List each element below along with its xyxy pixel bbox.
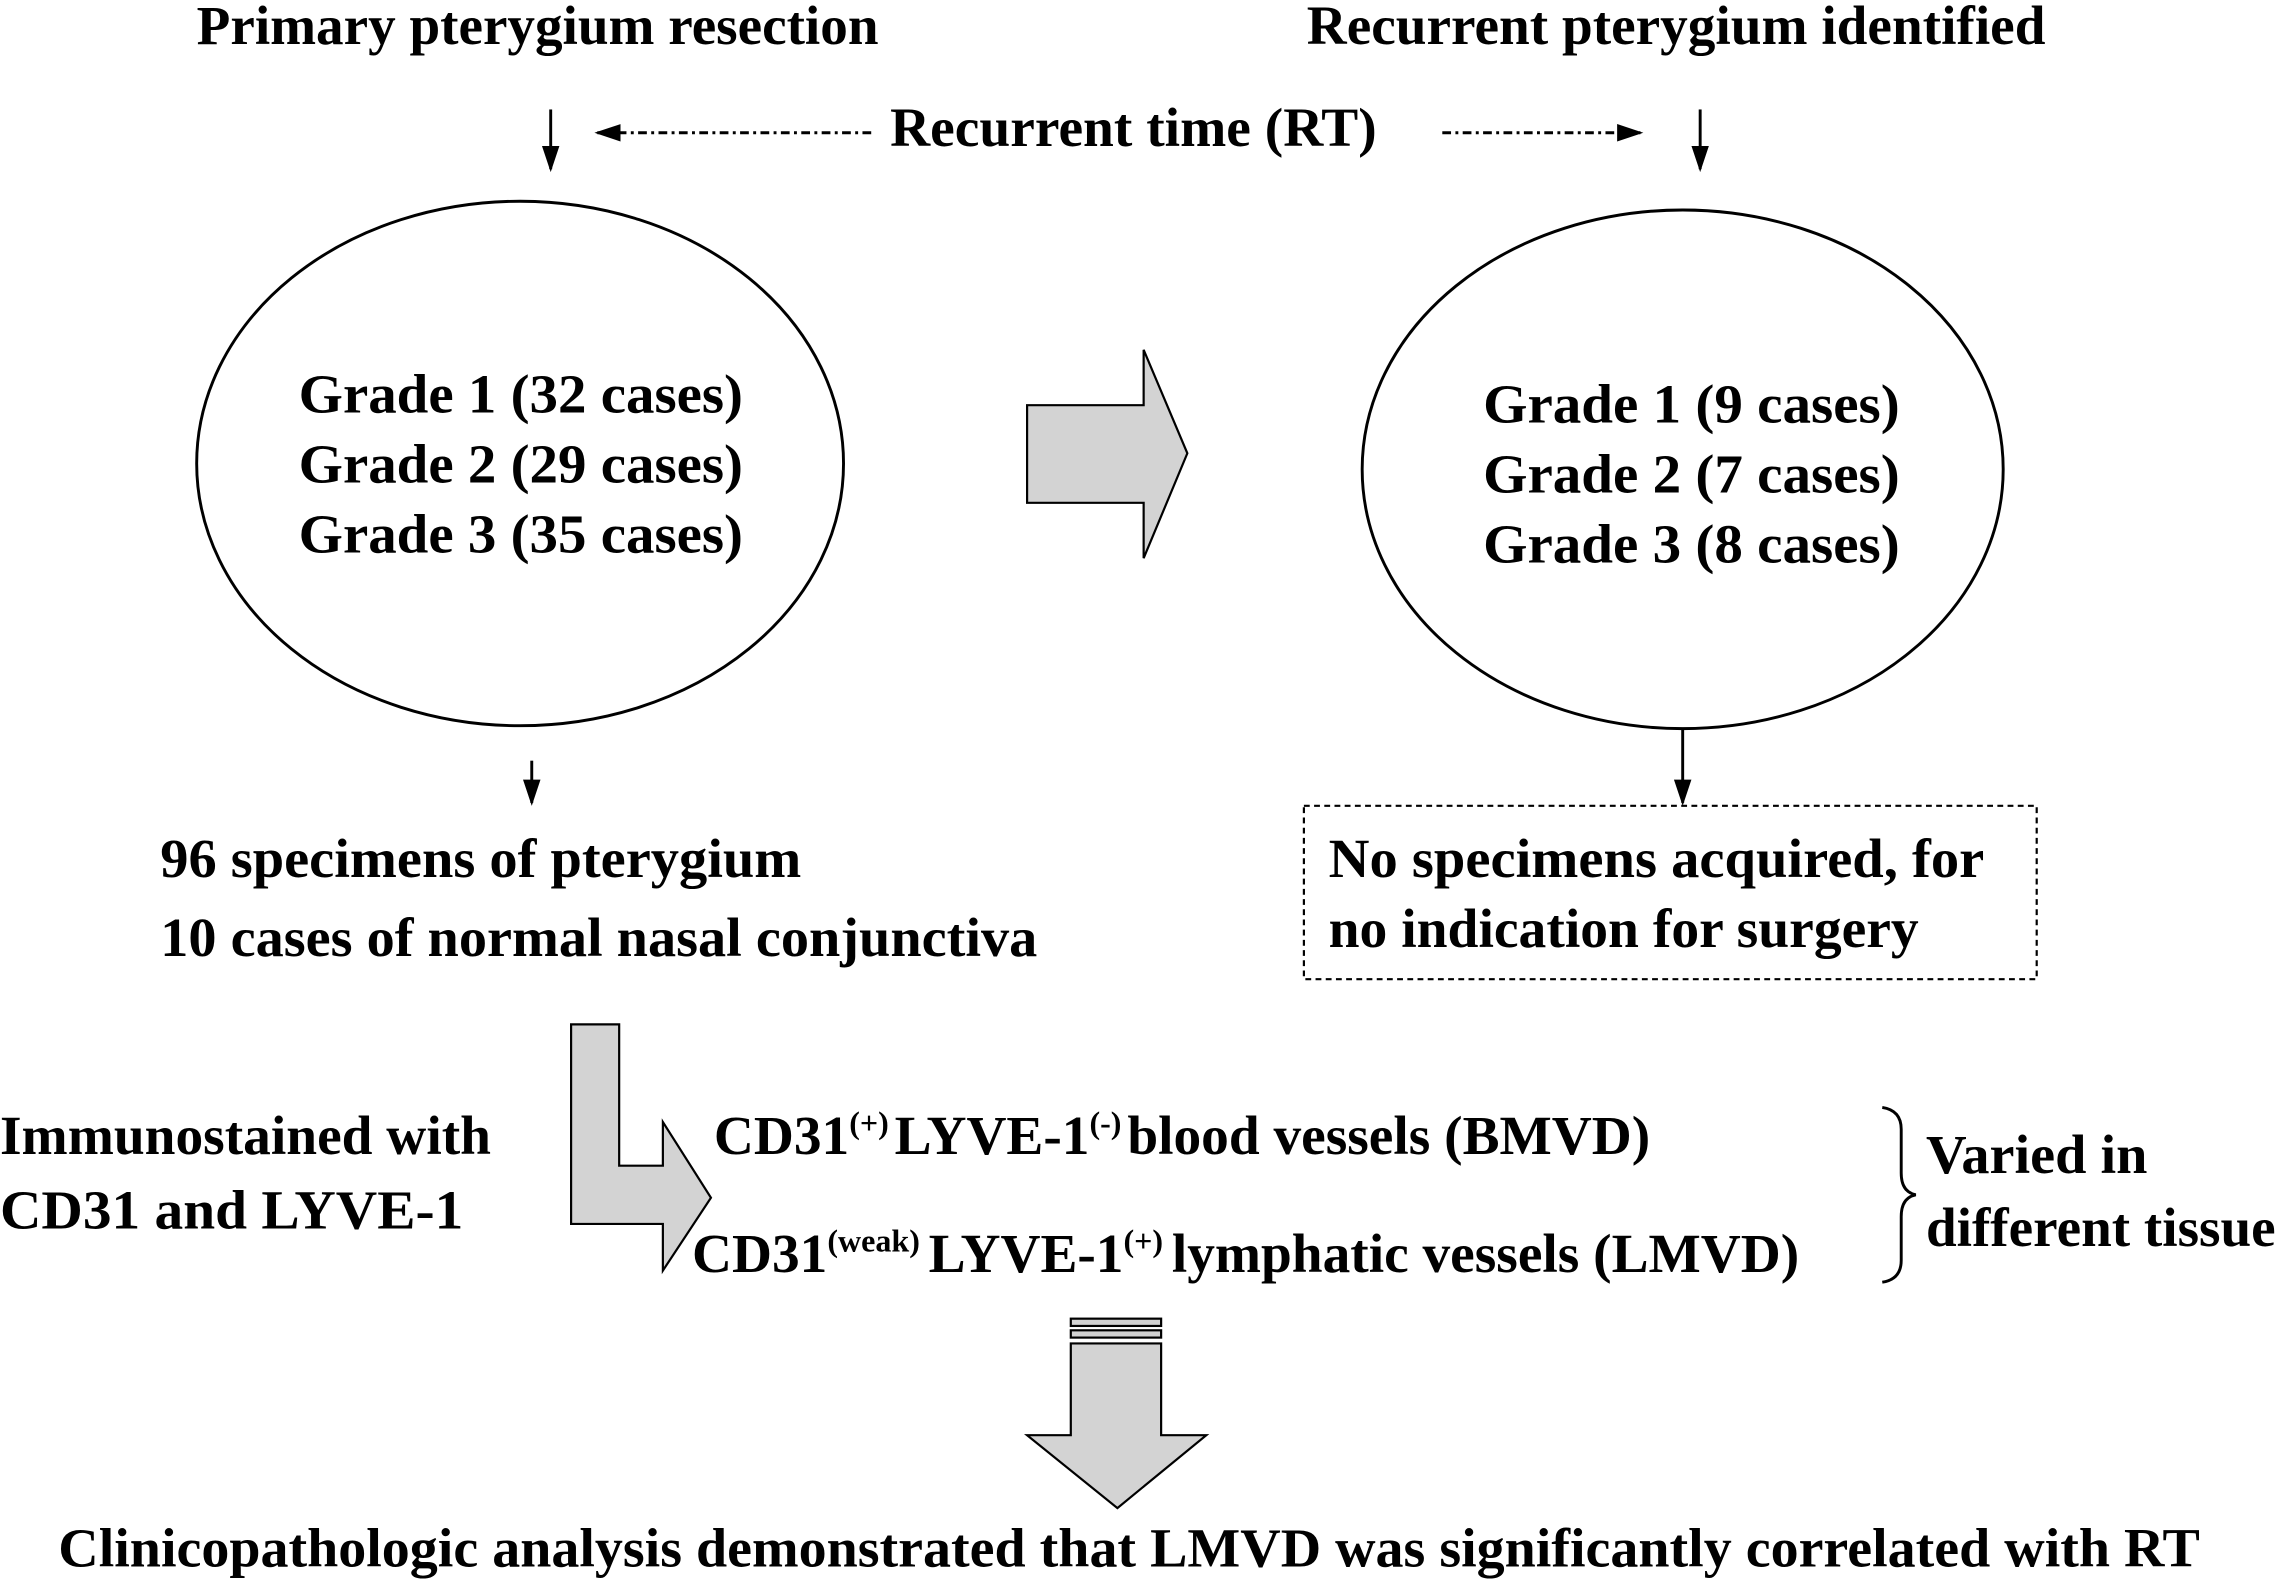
brace-note-1: Varied in	[1926, 1124, 2147, 1185]
blood-vessels-line: CD31(+)LYVE-1(-)blood vessels (BMVD)	[714, 1105, 1650, 1166]
block-arrow-right	[1026, 349, 1189, 559]
no-specimens-box	[1302, 804, 2038, 981]
right-brace	[1881, 1105, 1917, 1284]
l-shaped-arrow	[570, 1023, 713, 1275]
primary-grade-2: Grade 2 (29 cases)	[299, 433, 743, 494]
left-title: Primary pterygium resection	[197, 0, 879, 56]
no-specimens-line-2: no indication for surgery	[1329, 898, 1919, 959]
lymphatic-vessels-line: CD31(weak)LYVE-1(+)lymphatic vessels (LM…	[692, 1223, 1799, 1284]
interval-label: Recurrent time (RT)	[890, 97, 1377, 158]
no-specimens-line-1: No specimens acquired, for	[1329, 828, 1985, 889]
recurrent-grade-2: Grade 2 (7 cases)	[1483, 444, 1900, 505]
specimens-line-1: 96 specimens of pterygium	[160, 828, 801, 889]
right-title: Recurrent pterygium identified	[1307, 0, 2046, 56]
specimens-line-2: 10 cases of normal nasal conjunctiva	[160, 907, 1037, 968]
brace-note-2: different tissue	[1926, 1197, 2276, 1258]
block-arrow-down	[1023, 1317, 1210, 1510]
conclusion: Clinicopathologic analysis demonstrated …	[58, 1517, 2200, 1578]
recurrent-grade-3: Grade 3 (8 cases)	[1483, 514, 1900, 575]
primary-ellipse	[195, 199, 845, 728]
primary-grade-1: Grade 1 (32 cases)	[299, 363, 743, 424]
immunostain-label-1: Immunostained with	[0, 1105, 491, 1166]
immunostain-label-2: CD31 and LYVE-1	[0, 1179, 463, 1240]
recurrent-grade-1: Grade 1 (9 cases)	[1483, 374, 1900, 435]
primary-grade-3: Grade 3 (35 cases)	[299, 503, 743, 564]
